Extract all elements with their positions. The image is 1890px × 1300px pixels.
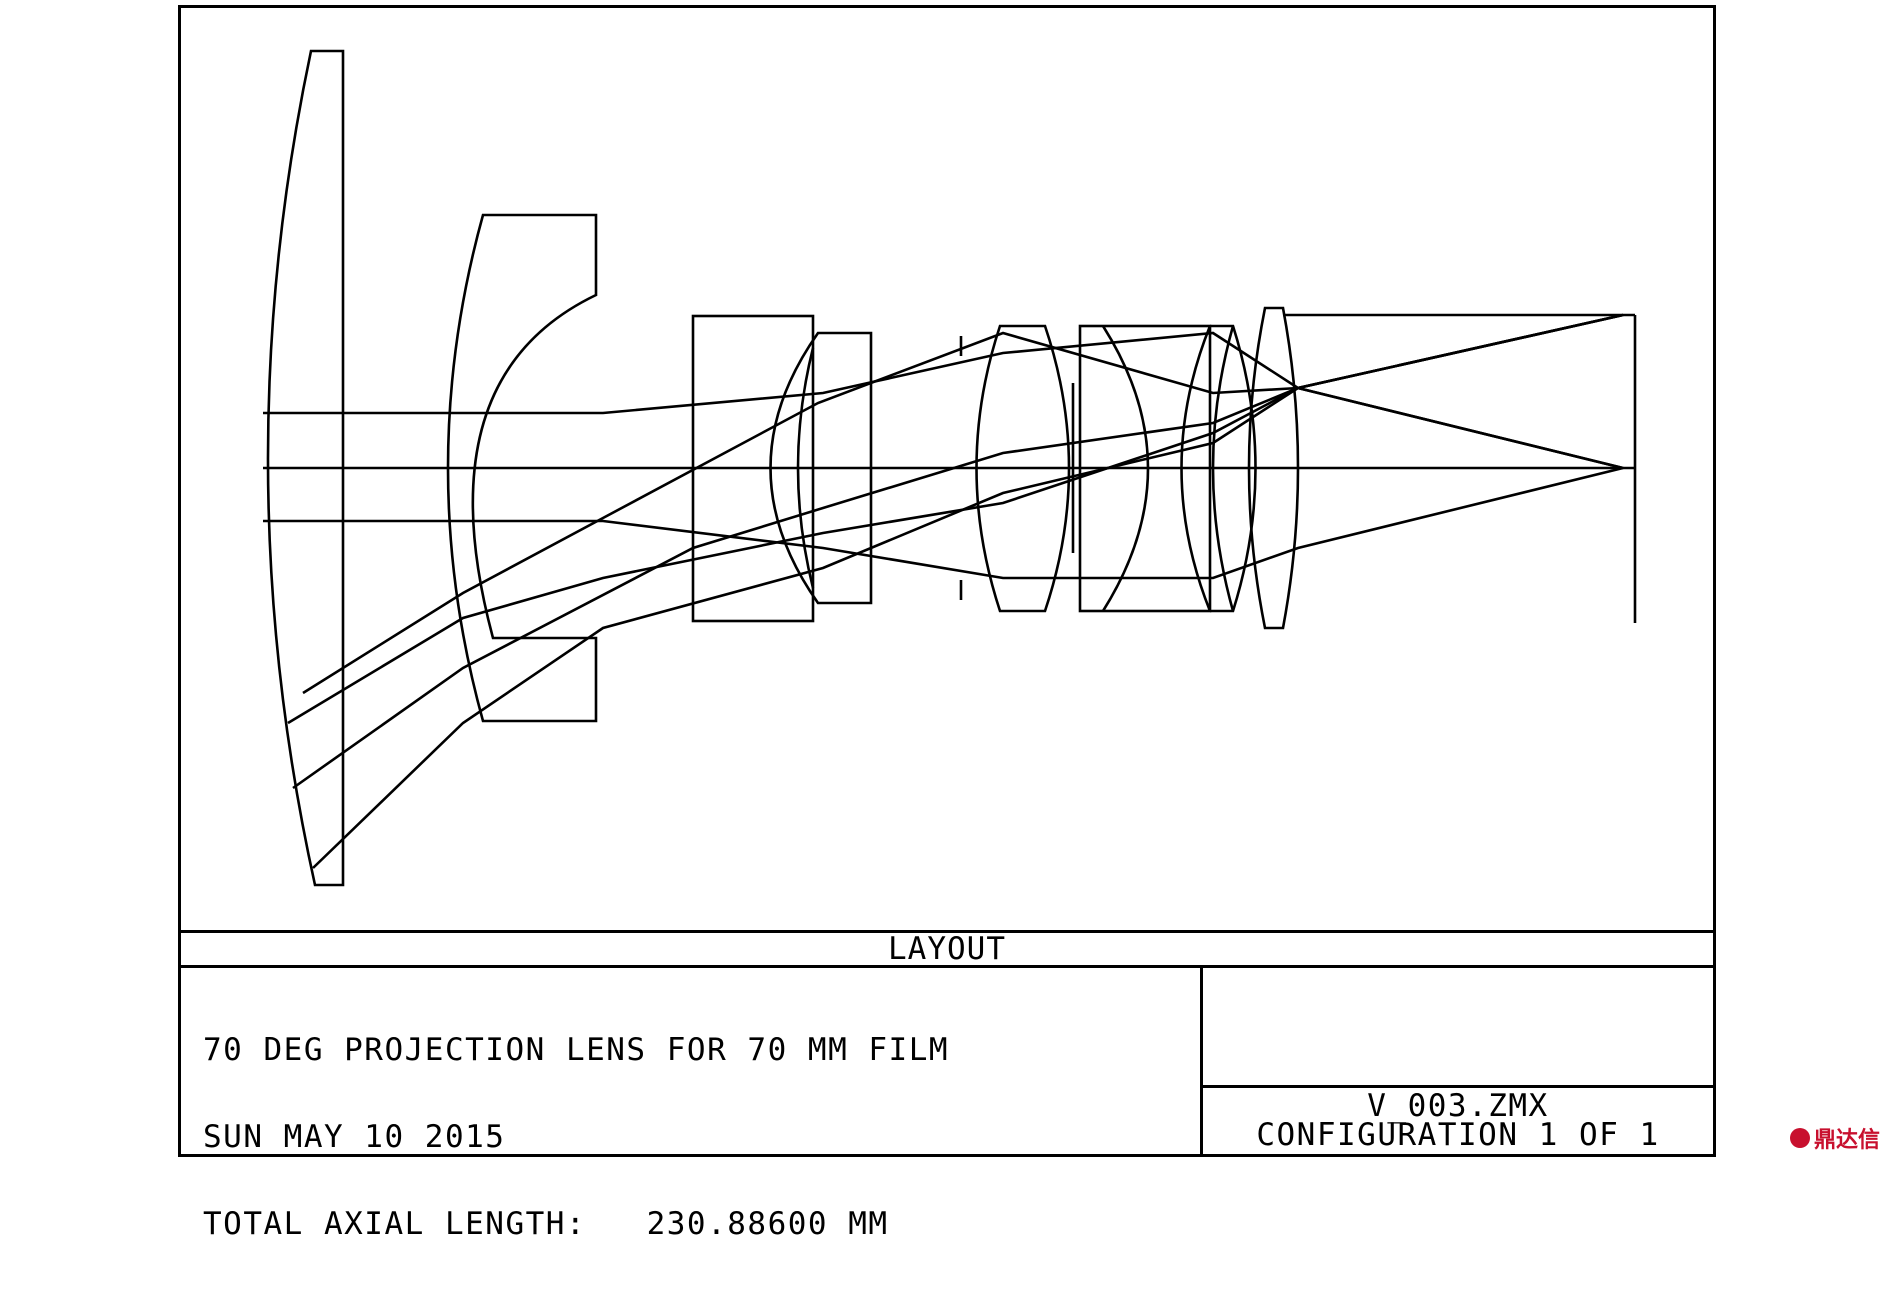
layout-frame: LAYOUT 70 DEG PROJECTION LENS FOR 70 MM … [178, 5, 1716, 1240]
watermark-logo: 鼎达信 [1790, 1122, 1880, 1154]
configuration-label: CONFIGURATION 1 OF 1 [1256, 1117, 1660, 1153]
info-line-title: 70 DEG PROJECTION LENS FOR 70 MM FILM [203, 1032, 950, 1068]
logo-icon [1790, 1128, 1810, 1148]
side-panel-empty [1203, 968, 1713, 1088]
info-line-axial-length: TOTAL AXIAL LENGTH: 230.88600 MM [203, 1206, 889, 1242]
layout-title: LAYOUT [181, 930, 1713, 968]
info-line-date: SUN MAY 10 2015 [203, 1119, 506, 1155]
watermark-text: 鼎达信 [1814, 1128, 1881, 1153]
lens-element-2 [446, 213, 598, 723]
file-info-panel: V_003.ZMX CONFIGURATION 1 OF 1 [1203, 1088, 1713, 1154]
info-panel: 70 DEG PROJECTION LENS FOR 70 MM FILM SU… [181, 968, 1203, 1240]
lens-layout-diagram [263, 49, 1637, 887]
ray-bundle-axial [263, 331, 1624, 580]
file-name: V_003.ZMX [1367, 1088, 1549, 1124]
ray-bundle-off-axis [287, 313, 1624, 869]
lens-element-1 [266, 49, 345, 887]
